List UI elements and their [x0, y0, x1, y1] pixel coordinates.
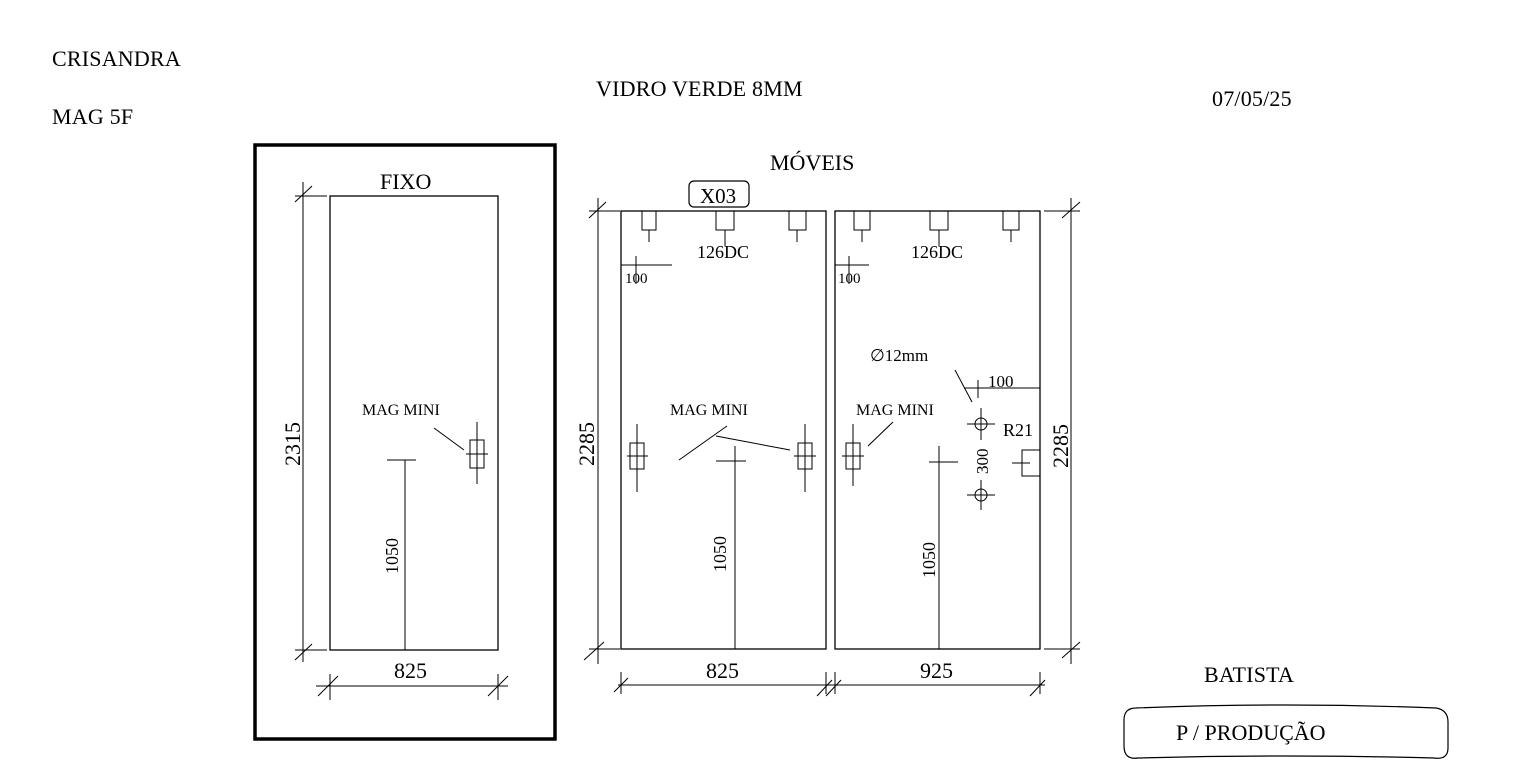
left-moving-panel: 126DC 100 MAG MINI 1050 — [620, 210, 827, 650]
fixed-panel-group: FIXO 2315 825 1050 MAG MINI — [253, 143, 557, 741]
fixed-lock-icon — [466, 422, 488, 484]
right-handle-height-value: 1050 — [919, 542, 939, 578]
fixed-panel-title: FIXO — [380, 169, 431, 194]
fixed-height-dimension — [294, 182, 327, 662]
tag-frame — [688, 180, 750, 208]
left-handle-height-value: 1050 — [710, 536, 730, 572]
left-lock-icon-a — [627, 424, 648, 492]
left-hinge-icons — [641, 211, 807, 246]
right-moving-panel: 126DC 100 ∅12mm 100 300 R21 MAG MINI — [834, 210, 1041, 650]
moving-section-group: MÓVEIS X03 2285 2285 — [574, 150, 1081, 697]
right-offset-label: 100 — [838, 271, 861, 287]
right-radius-label: R21 — [1003, 420, 1033, 440]
right-height-dimension — [1044, 198, 1081, 664]
right-lock-label: MAG MINI — [856, 402, 934, 419]
right-glass-pane — [834, 210, 1041, 650]
left-height-value: 2285 — [574, 422, 599, 466]
left-lock-icon-b — [794, 424, 816, 492]
hole-bottom-icon — [967, 480, 995, 510]
left-hardware-label: 126DC — [697, 242, 749, 262]
author-name: BATISTA — [1204, 662, 1295, 687]
moving-width-dimensions — [613, 672, 1046, 697]
left-lock-label: MAG MINI — [670, 402, 748, 419]
right-hardware-label: 126DC — [911, 242, 963, 262]
right-hole-spacing: 300 — [973, 449, 992, 475]
fixed-handle-height-value: 1050 — [382, 538, 402, 574]
right-hole-diameter: ∅12mm — [870, 346, 928, 365]
fixed-glass-pane — [329, 195, 499, 651]
drawing-date: 07/05/25 — [1212, 86, 1292, 111]
right-hinge-icons — [853, 211, 1020, 246]
left-offset-label: 100 — [625, 271, 648, 287]
left-height-dimension — [583, 198, 620, 664]
production-stamp-label: P / PRODUÇÃO — [1176, 720, 1326, 745]
fixed-height-value: 2315 — [280, 422, 305, 466]
fixed-width-value: 825 — [394, 658, 427, 683]
right-lock-icon — [842, 424, 864, 486]
right-hole-offset: 100 — [988, 372, 1014, 391]
production-stamp-frame — [1123, 704, 1449, 759]
right-height-value: 2285 — [1048, 424, 1073, 468]
fixed-lock-label: MAG MINI — [362, 402, 440, 419]
tag-label: X03 — [700, 184, 736, 208]
right-width-value: 925 — [920, 658, 953, 683]
radius-notch-icon — [1012, 449, 1040, 477]
left-glass-pane — [620, 210, 827, 650]
moving-section-title: MÓVEIS — [770, 150, 854, 175]
left-width-value: 825 — [706, 658, 739, 683]
fixed-panel-frame — [253, 143, 557, 741]
hole-top-icon — [967, 408, 995, 440]
client-name: CRISANDRA — [52, 46, 181, 71]
model-code: MAG 5F — [52, 104, 134, 129]
fixed-lock-leader — [433, 427, 465, 451]
fixed-width-dimension — [316, 674, 509, 700]
glass-spec: VIDRO VERDE 8MM — [596, 76, 803, 101]
